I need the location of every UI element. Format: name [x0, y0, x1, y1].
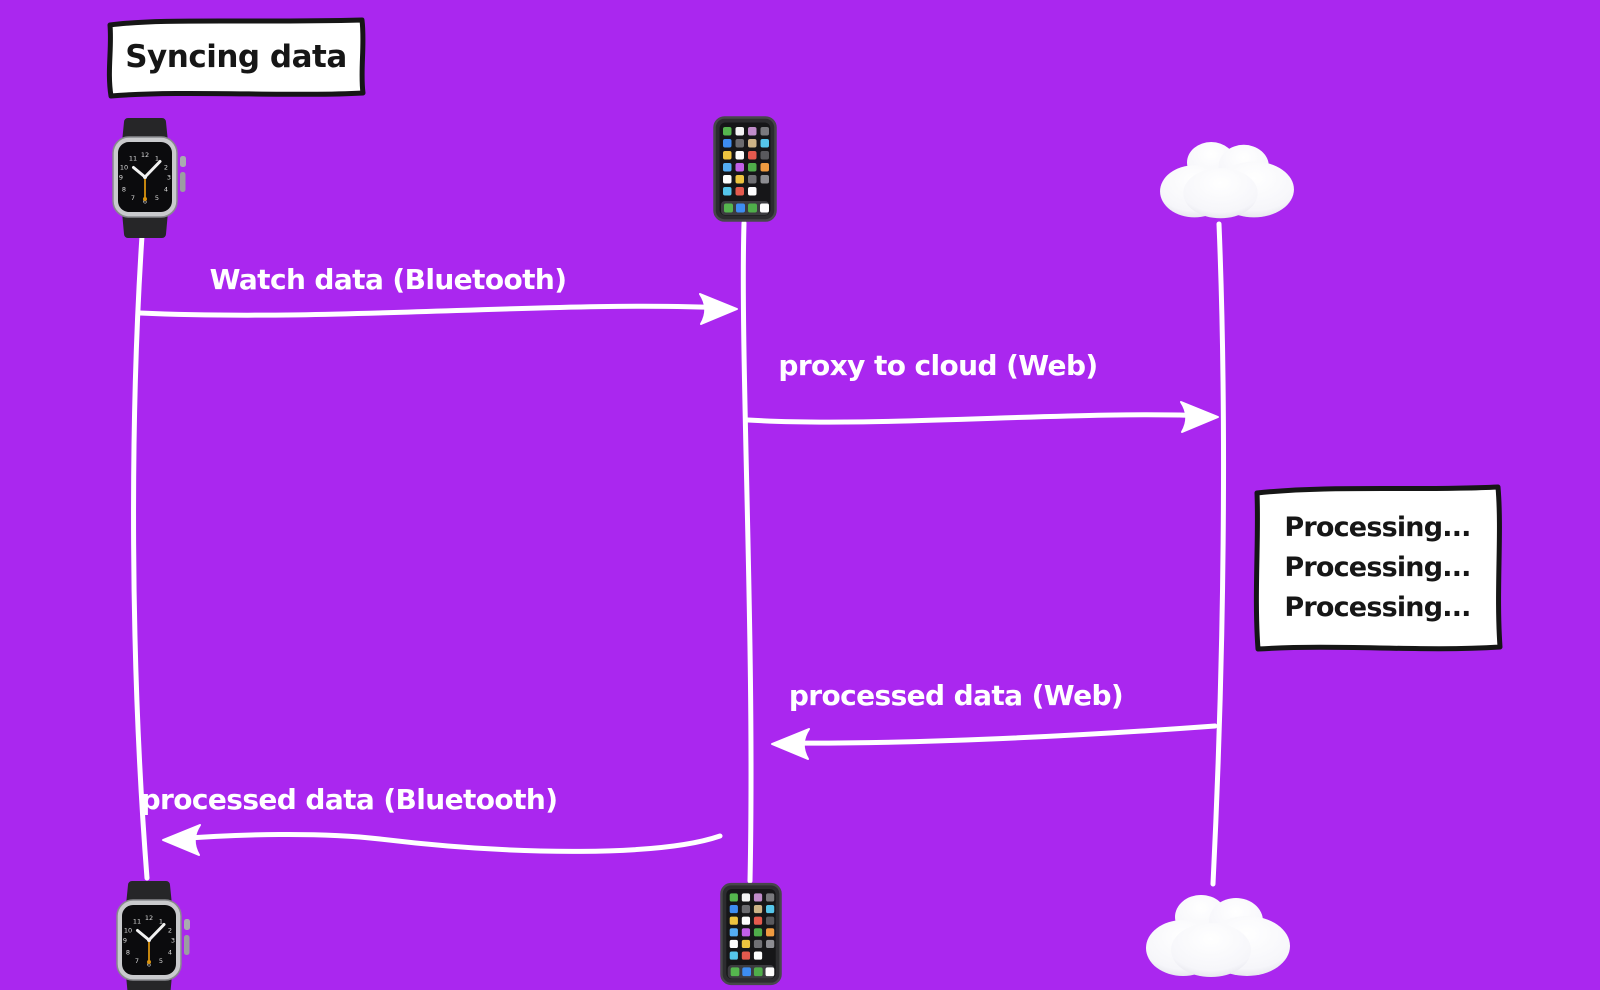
arrow-processed-bt-line — [173, 831, 723, 854]
message-label-proxy-to-cloud: proxy to cloud (Web) — [778, 349, 1098, 382]
cloud-icon — [1157, 129, 1297, 222]
title-box-frame — [106, 17, 366, 99]
arrow-proxy-cloud-line — [745, 412, 1211, 425]
apple-watch-icon — [103, 116, 187, 238]
message-label-processed-bluetooth: processed data (Bluetooth) — [140, 783, 558, 816]
actor-phone-bottom — [720, 882, 782, 986]
diagram-title: Syncing data — [125, 38, 347, 75]
phone-lifeline — [740, 220, 754, 884]
note-box-frame — [1253, 484, 1503, 652]
actor-cloud-top — [1157, 129, 1297, 222]
processing-note-text: Processing... Processing... Processing..… — [1284, 508, 1471, 628]
actor-phone-top — [713, 116, 777, 222]
arrow-processed-web-head — [771, 728, 810, 760]
processing-line: Processing... — [1284, 511, 1471, 543]
watch-lifeline — [131, 233, 150, 881]
arrow-proxy-cloud-head — [1180, 401, 1219, 433]
actor-watch-bottom — [107, 879, 191, 990]
cloud-lifeline — [1210, 221, 1227, 887]
cloud-icon — [1143, 881, 1293, 981]
actor-watch-top — [103, 116, 187, 238]
message-label-processed-web: processed data (Web) — [788, 679, 1124, 712]
smartphone-icon — [713, 116, 777, 222]
title-box: Syncing data — [102, 13, 370, 100]
processing-note: Processing... Processing... Processing..… — [1250, 479, 1505, 656]
apple-watch-icon — [107, 879, 191, 990]
processing-line: Processing... — [1284, 591, 1471, 623]
smartphone-icon — [720, 882, 782, 986]
arrow-watch-data-head — [699, 293, 738, 325]
processing-line: Processing... — [1284, 551, 1471, 583]
message-label-watch-data: Watch data (Bluetooth) — [209, 263, 567, 296]
arrow-processed-web-line — [783, 723, 1218, 746]
arrow-processed-bt-head — [162, 824, 201, 856]
arrow-watch-data-line — [137, 303, 731, 318]
actor-cloud-bottom — [1143, 881, 1293, 981]
